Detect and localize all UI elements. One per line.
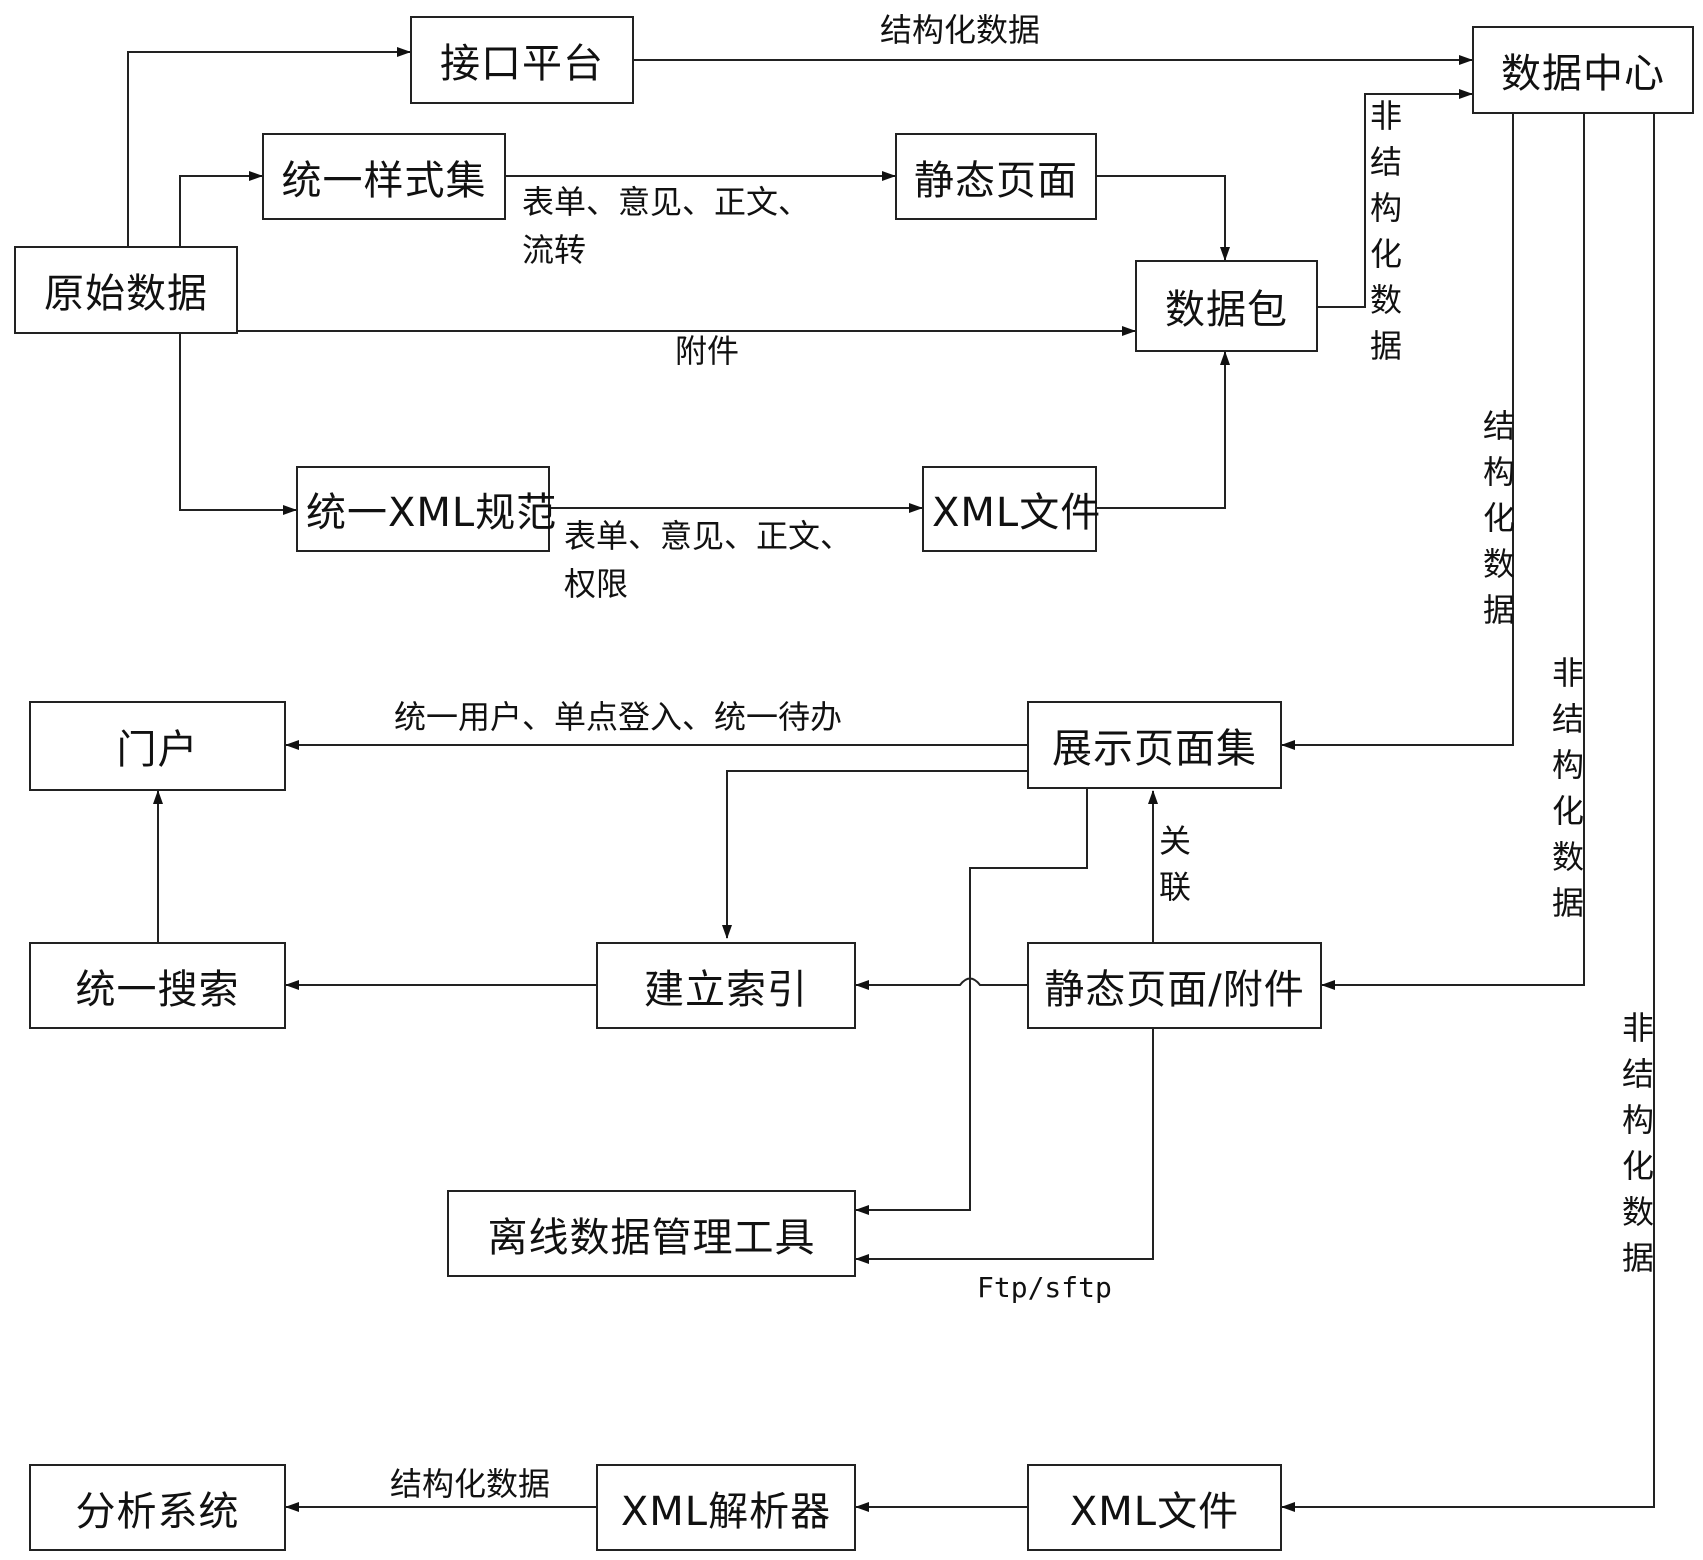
label-forms-xml: 表单、意见、正文、 权限 (564, 517, 853, 603)
label-forms-style: 表单、意见、正文、 流转 (522, 183, 811, 269)
edge-datacenter-to-display (1281, 114, 1514, 750)
edge-raw-to-xmlspec (179, 334, 297, 515)
raw-data-node[interactable]: 原始数据 (14, 246, 238, 334)
label-portal-services: 统一用户、单点登入、统一待办 (394, 698, 843, 736)
edge-display-to-index (722, 770, 1027, 939)
label-unstructured-mid: 非 结 构 化 数 据 (1551, 654, 1584, 922)
edge-package-to-datacenter (1318, 89, 1473, 308)
label-unstructured-package: 非 结 构 化 数 据 (1369, 97, 1402, 365)
label-structured-bottom: 结构化数据 (390, 1465, 551, 1503)
edge-datacenter-to-staticattach (1321, 114, 1585, 990)
edge-raw-to-interface (127, 47, 411, 246)
offline-data-tool-node[interactable]: 离线数据管理工具 (447, 1190, 856, 1277)
edge-staticattach-to-index (855, 977, 1027, 990)
data-center-node[interactable]: 数据中心 (1472, 26, 1694, 114)
analysis-system-node[interactable]: 分析系统 (29, 1464, 286, 1551)
unified-search-node[interactable]: 统一搜索 (29, 942, 286, 1029)
label-unstructured-bottom: 非 结 构 化 数 据 (1621, 1009, 1654, 1277)
edge-datacenter-to-xmlbottom (1281, 114, 1655, 1512)
edge-staticpage-to-package (1097, 175, 1230, 261)
build-index-node[interactable]: 建立索引 (596, 942, 856, 1029)
edge-display-to-offline (855, 789, 1088, 1215)
display-page-set-node[interactable]: 展示页面集 (1027, 701, 1282, 789)
static-page-attachment-node[interactable]: 静态页面/附件 (1027, 942, 1322, 1029)
edge-staticattach-to-offline (855, 1029, 1154, 1264)
xml-file-bottom-node[interactable]: XML文件 (1027, 1464, 1282, 1551)
interface-platform-node[interactable]: 接口平台 (410, 16, 634, 104)
unified-xml-spec-node[interactable]: 统一XML规范 (296, 466, 556, 552)
label-ftp-sftp: Ftp/sftp (977, 1271, 1112, 1304)
label-structured-data-top: 结构化数据 (880, 11, 1041, 49)
xml-parser-node[interactable]: XML解析器 (596, 1464, 856, 1551)
label-relate: 关 联 (1158, 822, 1191, 906)
unified-style-set-node[interactable]: 统一样式集 (262, 133, 506, 220)
xml-file-top-node[interactable]: XML文件 (922, 466, 1100, 552)
edge-xmlfile-to-package (1097, 351, 1230, 509)
static-page-node[interactable]: 静态页面 (895, 133, 1097, 220)
portal-node[interactable]: 门户 (29, 701, 286, 791)
label-structured-right: 结 构 化 数 据 (1482, 407, 1515, 629)
data-package-node[interactable]: 数据包 (1135, 260, 1318, 352)
label-attachment: 附件 (675, 332, 740, 370)
edge-raw-to-styleset (179, 171, 263, 246)
